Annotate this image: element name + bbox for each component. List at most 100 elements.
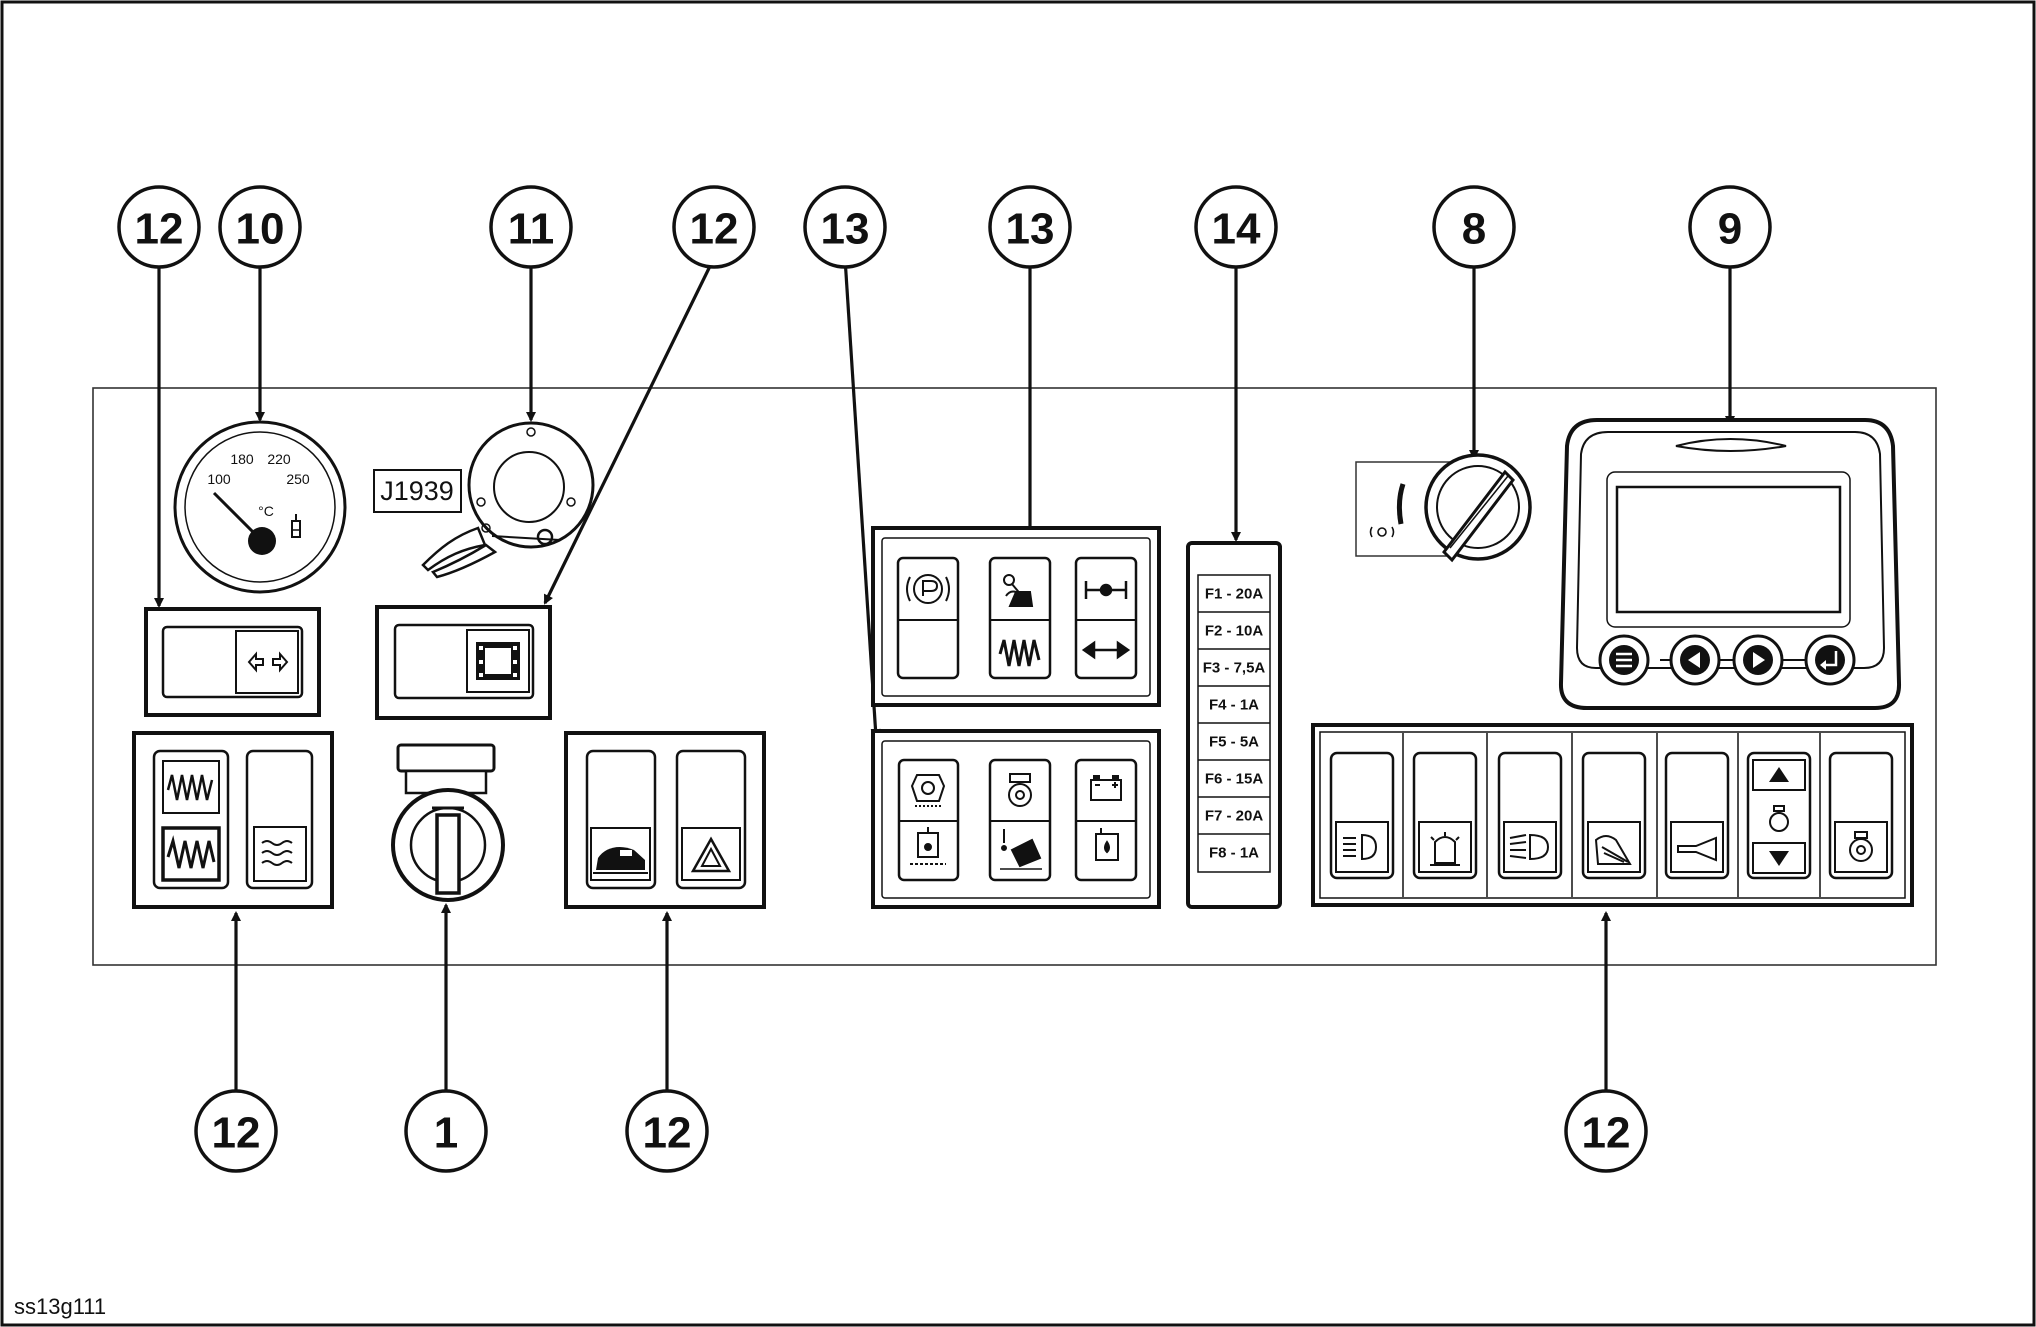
callout: 14 <box>1194 185 1278 269</box>
oil-pressure-warning-icon <box>1000 829 1042 870</box>
axle-lock-icon <box>1084 581 1128 599</box>
right-button[interactable] <box>1732 634 1784 686</box>
spring-icon <box>166 835 216 869</box>
shift-arrows-icon <box>247 651 289 673</box>
gauge-scale-label: 250 <box>286 471 310 487</box>
horn-icon <box>1677 836 1717 862</box>
leader-lines <box>154 257 1735 1090</box>
callout-number: 11 <box>508 205 555 254</box>
switch-pair-heaters <box>132 731 334 909</box>
fuse-label: F6 - 15A <box>1205 771 1264 788</box>
menu-button[interactable] <box>1598 634 1650 686</box>
switch-bank <box>1311 723 1914 907</box>
headlight-icon <box>1343 833 1378 861</box>
j1939-label: J1939 <box>380 476 454 506</box>
rocker-switch-film <box>375 605 552 720</box>
temperature-gauge: 100 180 220 250 °C <box>173 420 347 594</box>
lcd-display-unit <box>1558 418 1902 710</box>
callout: 13 <box>803 185 887 269</box>
callout: 10 <box>218 185 302 269</box>
heat-waves-icon <box>261 840 293 866</box>
engine-speed-icon <box>1769 805 1789 832</box>
film-strip-icon <box>476 642 520 680</box>
fuse-label: F7 - 20A <box>1205 808 1264 825</box>
callout-number: 8 <box>1462 205 1486 254</box>
gauge-hub <box>248 527 276 555</box>
wiper-speed-icon <box>1369 526 1395 538</box>
callout-number: 12 <box>643 1109 692 1158</box>
fuse-label: F3 - 7,5A <box>1203 660 1266 677</box>
callout-number: 12 <box>212 1109 261 1158</box>
callout-number: 13 <box>1006 205 1055 254</box>
callout: 12 <box>672 185 756 269</box>
gauge-scale-label: 220 <box>267 451 291 467</box>
figure-reference: ss13g111 <box>14 1294 106 1319</box>
engine-warning-icon <box>910 774 946 807</box>
left-button[interactable] <box>1669 634 1721 686</box>
callout-number: 13 <box>821 205 870 254</box>
warning-panel-lower <box>871 729 1161 909</box>
fuse-label: F2 - 10A <box>1205 623 1264 640</box>
left-arrow-icon <box>1688 652 1700 668</box>
connector-cap-icon <box>421 526 561 579</box>
ignition-switch <box>391 743 505 902</box>
callout: 12 <box>194 1089 278 1173</box>
menu-icon <box>1616 652 1632 668</box>
coolant-level-icon <box>1095 828 1119 861</box>
callout: 11 <box>489 185 573 269</box>
tipping-vehicle-icon <box>593 846 648 874</box>
callout-number: 12 <box>690 205 739 254</box>
shift-arrows-icon <box>1081 640 1131 660</box>
rocker-switch-shift <box>144 607 321 717</box>
hazard-icon <box>690 836 732 873</box>
fuel-filter-icon <box>910 827 946 865</box>
leader-12-top-mid <box>543 257 716 605</box>
right-arrow-icon <box>1753 652 1765 668</box>
leader-13-left <box>843 257 881 739</box>
spring-icon <box>166 774 214 801</box>
callout-number: 9 <box>1718 205 1742 254</box>
fuse-strip: F1 - 20A F2 - 10A F3 - 7,5A F4 - 1A F5 -… <box>1186 541 1282 909</box>
callout: 12 <box>117 185 201 269</box>
parking-brake-icon <box>906 574 950 604</box>
switch-pair-hazard <box>564 731 766 909</box>
wiper-icon <box>1594 835 1632 865</box>
callout: 8 <box>1432 185 1516 269</box>
knob-pointer <box>1442 469 1515 563</box>
callout: 13 <box>988 185 1072 269</box>
panel-outline <box>92 387 1937 966</box>
beacon-icon <box>1430 832 1460 866</box>
fuse-label: F5 - 5A <box>1209 734 1259 751</box>
rotary-knob <box>1355 453 1532 563</box>
idle-engine-icon <box>1849 831 1873 862</box>
fuse-label: F4 - 1A <box>1209 697 1259 714</box>
callout-number: 14 <box>1212 205 1261 254</box>
fuse-label: F8 - 1A <box>1209 845 1259 862</box>
callout-number: 1 <box>434 1109 458 1158</box>
callout-number: 12 <box>135 205 184 254</box>
callout: 12 <box>625 1089 709 1173</box>
joystick-icon <box>1003 574 1034 607</box>
warning-panel-upper <box>871 526 1161 707</box>
lcd-screen <box>1615 485 1842 614</box>
transmission-icon <box>1008 773 1032 807</box>
ignition-key-icon <box>435 813 461 895</box>
coolant-temp-icon <box>291 514 301 538</box>
j1939-label-box <box>373 469 462 513</box>
enter-icon <box>1824 651 1838 667</box>
callout: 9 <box>1688 185 1772 269</box>
battery-icon <box>1090 775 1122 801</box>
callout: 12 <box>1564 1089 1648 1173</box>
up-down-arrow-icon <box>1752 759 1806 874</box>
diagnostic-connector: J1939 <box>373 421 595 579</box>
spring-icon <box>998 639 1041 667</box>
gauge-scale-label: 100 <box>207 471 231 487</box>
callout: 1 <box>404 1089 488 1173</box>
fuse-label: F1 - 20A <box>1205 586 1264 603</box>
enter-button[interactable] <box>1804 634 1856 686</box>
callout-number: 10 <box>236 205 285 254</box>
gauge-unit: °C <box>258 503 274 519</box>
callout-number: 12 <box>1582 1109 1631 1158</box>
